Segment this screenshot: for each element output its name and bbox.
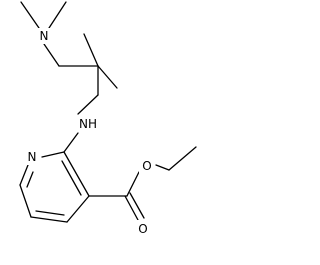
bond-methyl-b	[48, 1, 67, 29]
ring-bond-c5-c4-inner	[35, 210, 65, 216]
ring-bond-n1-c6	[19, 164, 29, 186]
ring-bond-c2-n1	[41, 151, 65, 158]
bond-ch2-nh	[77, 94, 99, 115]
ring-bond-c6-c5	[19, 184, 32, 218]
pyridine-ring: N	[19, 148, 90, 223]
ethyl-ester-group: O O	[88, 146, 197, 237]
ring-bond-n1-c6-inner	[26, 171, 34, 188]
bond-cq-methyl-a	[83, 33, 99, 67]
ring-bond-c4-c3	[66, 195, 90, 223]
amine-nh-label: NH	[79, 117, 97, 131]
carbonyl-o-label: O	[138, 222, 147, 236]
amine-group: NH	[63, 116, 99, 153]
dimethylamino-n-label: N	[40, 29, 49, 43]
bond-ch2-ch3	[168, 146, 197, 171]
ring-bond-c3-c2-inner	[61, 160, 82, 196]
bond-methyl-a	[20, 1, 40, 29]
ester-o-label: O	[142, 159, 151, 173]
bond-carbonyl-c-o-b	[129, 192, 145, 219]
molecule-structure: N NH N O O	[19, 1, 197, 237]
bond-n-ch2	[43, 43, 60, 67]
bond-c-ester-o	[126, 171, 140, 197]
bond-nh-ring	[63, 132, 79, 153]
dimethylamino-group: N	[20, 1, 67, 67]
bond-o-ch2	[155, 164, 170, 171]
bond-carbonyl-c-o-a	[124, 195, 139, 221]
bond-cq-methyl-b	[97, 65, 118, 89]
neopentyl-chain	[58, 33, 118, 115]
ring-bond-c5-c4	[30, 216, 68, 223]
pyridine-n-label: N	[28, 150, 37, 164]
ring-bond-c3-c2	[63, 151, 90, 197]
